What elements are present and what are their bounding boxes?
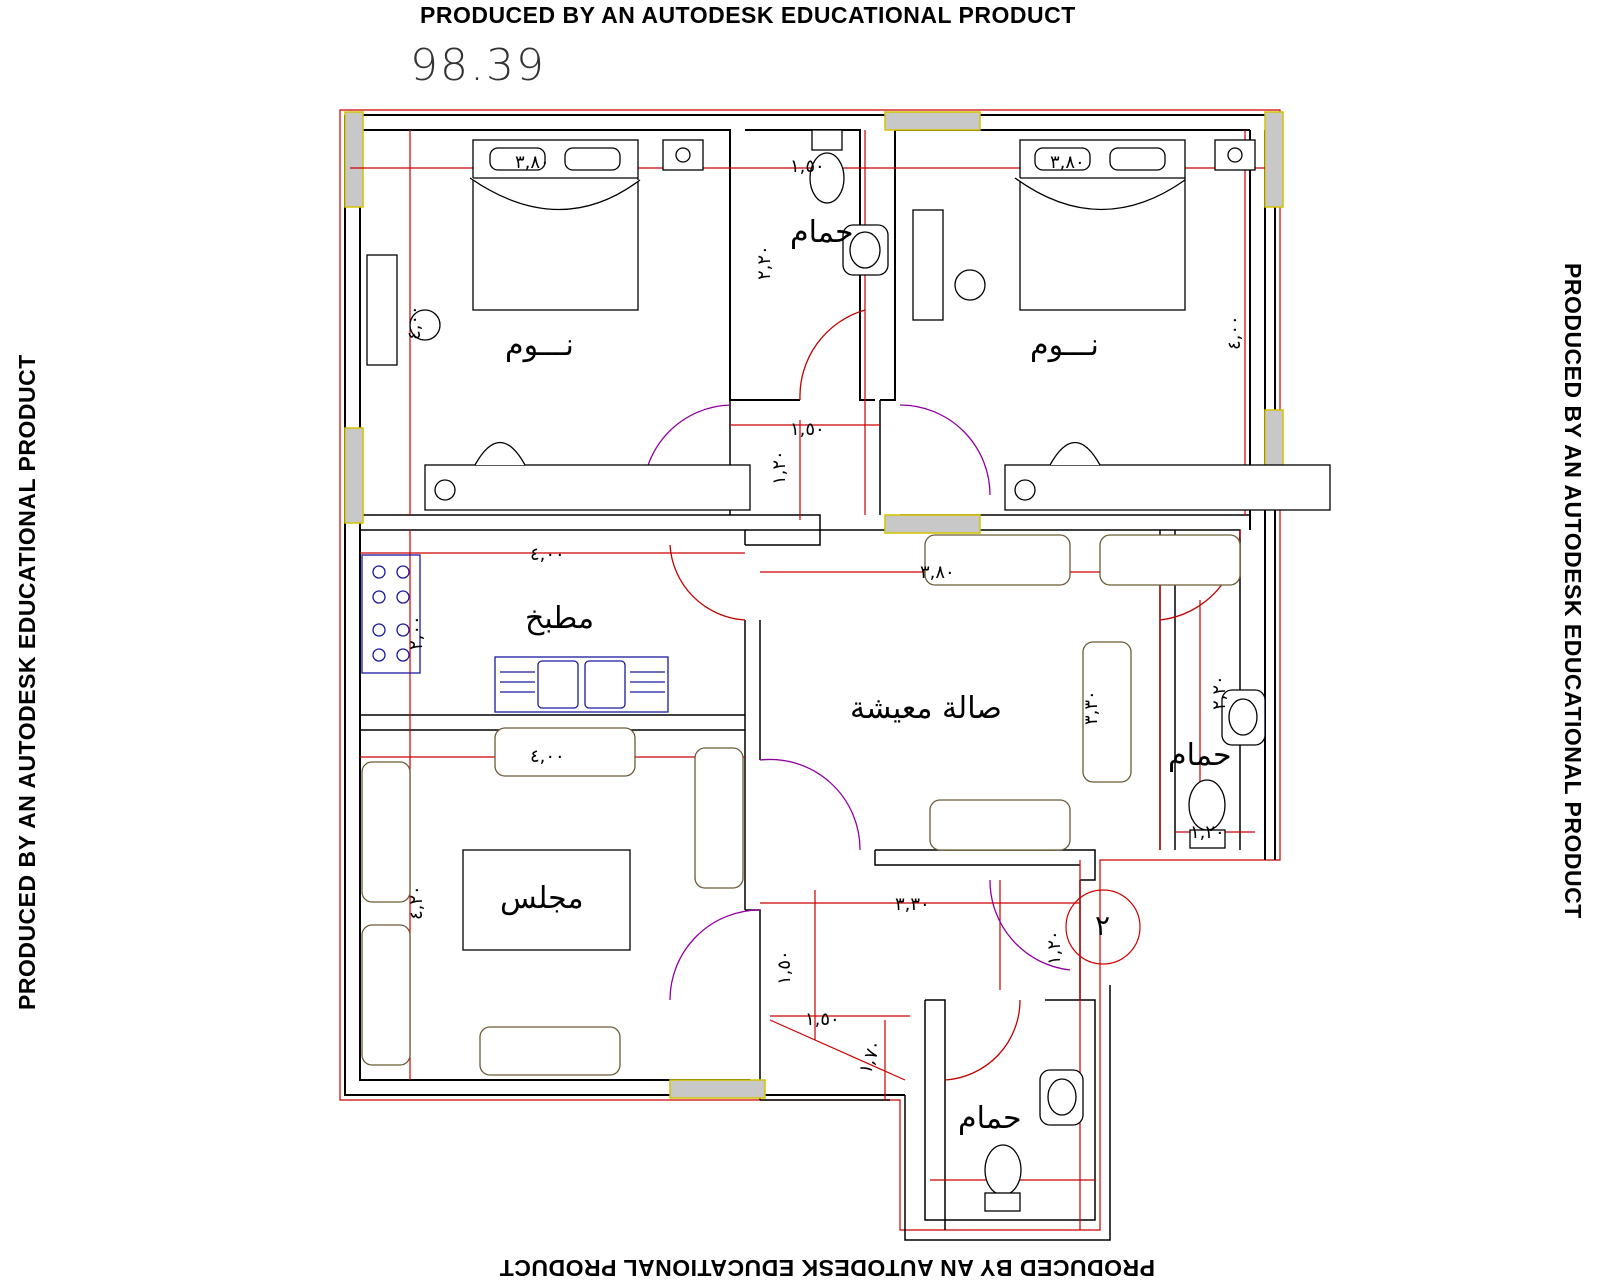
label-bath-top: حمام [790,215,854,250]
interior-walls [360,400,1251,1241]
sofa [361,761,411,903]
dim-bath-top-w: ١,٥٠ [790,156,825,177]
door-bath-top [799,309,866,401]
dim-kitchen-h: ٢,٠٠ [406,615,427,650]
window [344,111,364,208]
dim-majlis-w: ٤,٠٠ [530,746,565,767]
stool [409,309,441,341]
stair-mark: ٢ [1095,909,1110,942]
stove [361,554,421,674]
window [884,111,981,131]
dim-bed-right-w: ٣,٨٠ [1050,152,1085,173]
dim-corridor-h: ١,٢٠ [769,450,790,485]
dim-entry-w: ١,٥٠ [805,1009,840,1030]
dim-bath-right-w: ١,٢٠ [1190,822,1225,843]
sofa [929,799,1071,851]
sofa [924,534,1071,586]
dim-bath-top-h: ٢,٢٠ [754,245,775,280]
bedroom-right-furniture [912,139,1331,511]
door-bath-bottom [944,999,1021,1081]
bath-right-fixtures [1188,689,1266,849]
dim-bath-right-h: ٢,٢٠ [1209,675,1230,710]
sofa [1099,534,1241,586]
bedroom-left-furniture [366,139,751,511]
dim-living-w: ٣,٨٠ [920,562,955,583]
dim-living-h: ٣,٣٠ [1081,690,1102,725]
dim-bed-left-h: ٤,٠٠ [404,305,425,340]
door-majlis [669,909,761,1001]
toilet-bottom [984,1144,1022,1196]
label-bath-bottom: حمام [958,1101,1022,1136]
nightstand-right [1214,139,1256,171]
majlis-rug [462,849,631,951]
dim-hall-w: ٣,٣٠ [895,894,930,915]
sofa [494,727,636,777]
door-entry [989,879,1071,971]
watermark-top: PRODUCED BY AN AUTODESK EDUCATIONAL PROD… [420,2,1076,28]
living-furniture [924,534,1241,851]
dim-corridor-w: ١,٥٠ [790,419,825,440]
door-kitchen [669,544,746,621]
label-bath-right: حمام [1168,738,1232,773]
toilet-tank [811,129,843,151]
label-living: صالة معيشة [850,691,1002,726]
stool-right [954,269,986,301]
sink-basin [537,660,579,709]
sofa [479,1026,621,1076]
window [669,1079,766,1099]
dim-kitchen-w: ٤,٠٠ [530,544,565,565]
dresser-left [366,254,398,366]
window [884,514,981,534]
bath-top-fixtures [809,129,889,276]
door-living [759,758,861,851]
toilet-bowl [809,152,845,204]
sofa [694,747,744,889]
bath-bottom-fixtures [984,1069,1084,1212]
kitchen-counter [494,656,669,713]
windows [344,111,1284,1099]
dim-hall-h: ١,٥٠ [774,950,795,985]
majlis-furniture [361,727,744,1076]
sofa [361,924,411,1066]
kitchen-fixtures [361,554,669,713]
dim-stair-h: ١,٧٠ [855,1037,887,1077]
window [1264,111,1284,208]
sink-basin [584,660,626,709]
label-bedroom-left: نـــوم [505,328,574,363]
label-majlis: مجلس [500,881,584,916]
door-bed-right [899,404,991,496]
outer-boundary-line [339,109,1281,1231]
dim-majlis-h: ٤,٢٠ [406,885,427,920]
sofa [1082,641,1132,783]
desk-right [1004,464,1331,511]
desk-left [424,464,751,511]
label-kitchen: مطبخ [525,601,594,636]
area-label: 98.39 [410,40,546,91]
dim-bed-left-w: ٣,٨٠ [515,152,550,173]
dresser-right [912,209,944,321]
dim-entry-h: ١,٢٠ [1044,930,1065,965]
dim-bed-right-h: ٤,٠٠ [1224,315,1245,350]
window [344,427,364,524]
stair-circle [1065,889,1141,965]
label-bedroom-right: نـــوم [1030,328,1099,363]
